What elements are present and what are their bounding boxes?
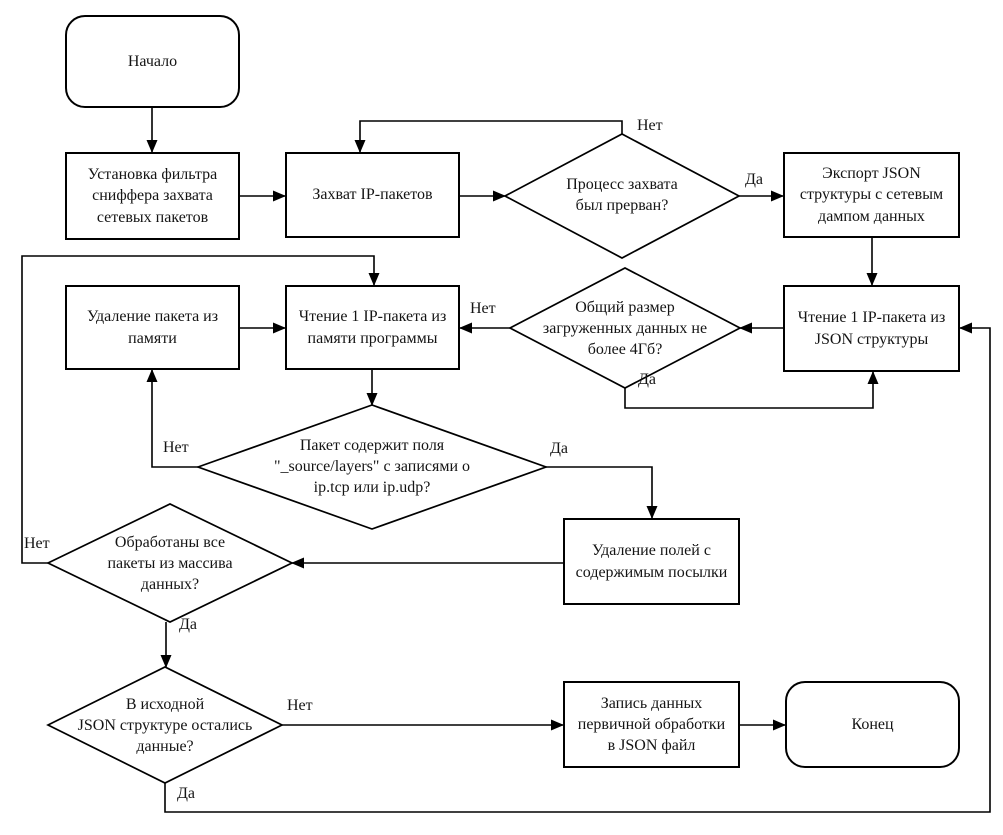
- node-write-json: Запись данных первичной обработки в JSON…: [563, 681, 740, 768]
- decision-all-packets-processed: [46, 503, 294, 623]
- node-write-json-label: Запись данных первичной обработки в JSON…: [577, 694, 726, 755]
- node-read-memory-packet-label: Чтение 1 IP-пакета из памяти программы: [298, 308, 447, 347]
- node-start: Начало: [65, 15, 240, 108]
- edge-label-yes-interrupted: Да: [745, 171, 764, 188]
- node-read-json-packet-label: Чтение 1 IP-пакета из JSON структуры: [797, 309, 946, 348]
- decision-json-data-left: [46, 666, 284, 784]
- edge-label-no-interrupted: Нет: [637, 117, 663, 134]
- decision-capture-interrupted: [503, 133, 741, 259]
- node-delete-packet: Удаление пакета из памяти: [65, 285, 240, 370]
- node-read-json-packet: Чтение 1 IP-пакета из JSON структуры: [783, 285, 960, 372]
- node-capture-packets-label: Захват IP-пакетов: [312, 186, 433, 204]
- node-end: Конец: [785, 681, 960, 768]
- edge-label-yes-all-processed: Да: [179, 616, 198, 633]
- edge-qallprocessed-no-loop-to-readmemory: [21, 255, 380, 564]
- edge-qjsonleft-yes-loop-to-readjson: [164, 322, 991, 813]
- edge-qsize-yes-loop-to-readjson: [624, 371, 879, 409]
- edge-label-yes-contains: Да: [550, 440, 569, 457]
- edge-label-no-size: Нет: [470, 300, 496, 317]
- node-delete-fields: Удаление полей с содержимым посылки: [563, 518, 740, 605]
- edge-qcontains-yes-to-deletefields: [546, 466, 658, 519]
- edge-label-yes-json-left: Да: [177, 785, 196, 802]
- edge-label-yes-size: Да: [638, 371, 657, 388]
- node-read-memory-packet: Чтение 1 IP-пакета из памяти программы: [285, 285, 460, 370]
- node-set-filter: Установка фильтра сниффера захвата сетев…: [65, 152, 240, 240]
- node-start-label: Начало: [127, 52, 178, 70]
- edge-label-no-all-processed: Нет: [24, 535, 50, 552]
- decision-total-size: [508, 267, 742, 389]
- node-export-json: Экспорт JSON структуры с сетевым дампом …: [783, 152, 960, 238]
- edge-label-no-contains: Нет: [163, 439, 189, 456]
- edge-qinterrupted-no-loop-to-capture: [354, 120, 623, 153]
- node-delete-fields-label: Удаление полей с содержимым посылки: [575, 542, 728, 581]
- node-export-json-label: Экспорт JSON структуры с сетевым дампом …: [799, 165, 944, 225]
- node-delete-packet-label: Удаление пакета из памяти: [86, 308, 219, 347]
- node-end-label: Конец: [851, 715, 894, 733]
- node-set-filter-label: Установка фильтра сниффера захвата сетев…: [87, 166, 218, 226]
- edge-label-no-json-left: Нет: [287, 697, 313, 714]
- edge-qcontains-no-to-deletepacket: [146, 369, 198, 468]
- decision-packet-contains-fields: [195, 404, 549, 530]
- node-capture-packets: Захват IP-пакетов: [285, 152, 460, 238]
